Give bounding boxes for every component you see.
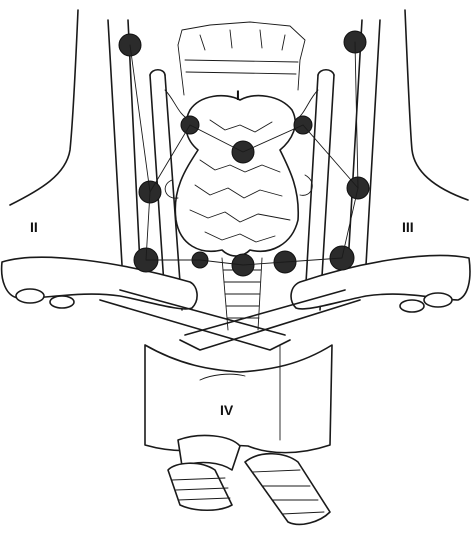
great-vessels [145, 345, 332, 453]
region-label-iii: III [402, 219, 414, 235]
region-label-ii: II [30, 219, 38, 235]
region-label-i: I [236, 87, 240, 103]
region-label-iv: IV [220, 402, 234, 418]
larynx [178, 22, 305, 95]
